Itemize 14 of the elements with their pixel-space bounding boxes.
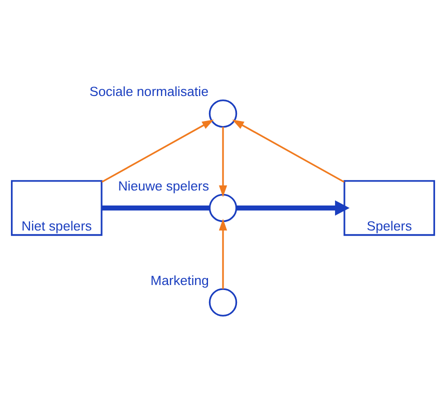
connector xyxy=(102,206,210,210)
node-box: Spelers xyxy=(344,180,436,236)
node-label: Marketing xyxy=(150,272,209,288)
arrow xyxy=(236,200,350,216)
arrow xyxy=(218,218,228,289)
node-label: Nieuwe spelers xyxy=(118,178,209,194)
node-circle xyxy=(208,99,238,128)
arrow xyxy=(232,120,344,183)
node-circle xyxy=(208,288,238,316)
node-circle xyxy=(208,194,238,222)
node-label: Sociale normalisatie xyxy=(89,84,208,99)
node-box: Niet spelers xyxy=(10,180,102,236)
arrow xyxy=(102,120,214,183)
arrow xyxy=(218,126,228,198)
